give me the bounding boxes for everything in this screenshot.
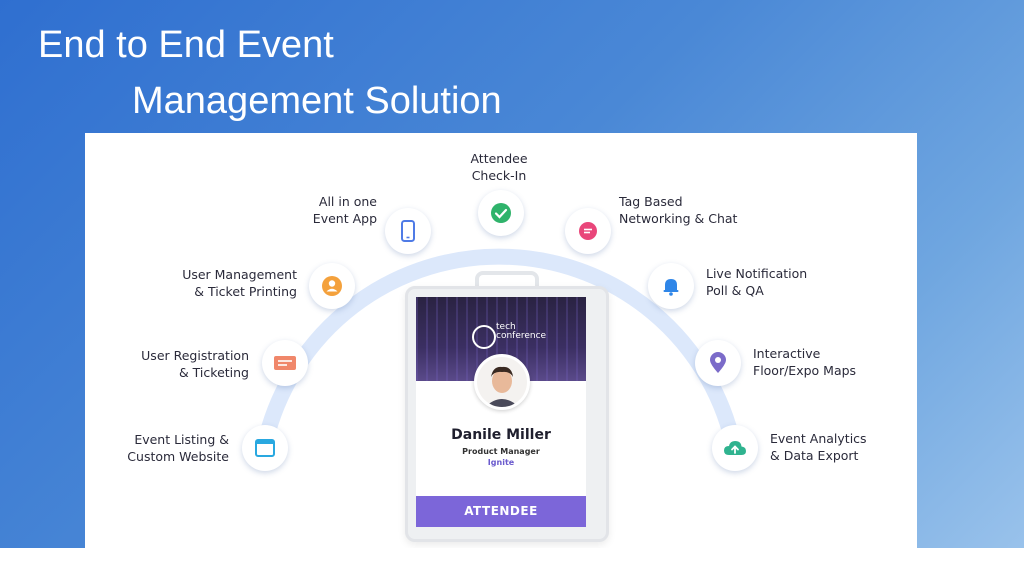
browser-window-icon <box>255 439 275 457</box>
map-pin-icon <box>710 352 726 373</box>
slide-title-line-2: Management Solution <box>132 80 502 122</box>
badge-type-bar: ATTENDEE <box>416 496 586 527</box>
bell-icon <box>663 279 679 296</box>
feature-label-user-management: User Management& Ticket Printing <box>182 267 297 299</box>
badge-company: Ignite <box>487 458 515 467</box>
tech-conference-logo-icon <box>472 325 496 349</box>
cloud-upload-icon <box>724 441 746 455</box>
feature-node-notification <box>648 263 694 309</box>
chat-bubble-icon <box>579 222 597 240</box>
user-icon <box>322 276 342 296</box>
feature-node-networking <box>565 208 611 254</box>
feature-label-analytics: Event Analytics& Data Export <box>770 431 867 463</box>
check-circle-icon <box>491 203 511 223</box>
ticket-icon <box>274 356 296 370</box>
badge-name: Danile Miller <box>451 427 551 443</box>
feature-label-listing: Event Listing &Custom Website <box>127 432 229 464</box>
avatar <box>474 354 530 410</box>
feature-label-registration: User Registration& Ticketing <box>141 348 249 380</box>
feature-node-event-app <box>385 208 431 254</box>
bottom-strip <box>0 548 1024 576</box>
feature-node-user-management <box>309 263 355 309</box>
feature-node-listing <box>242 425 288 471</box>
feature-node-analytics <box>712 425 758 471</box>
feature-node-maps <box>695 340 741 386</box>
slide-title-line-1: End to End Event <box>38 24 334 66</box>
feature-node-registration <box>262 340 308 386</box>
badge-role: Product Manager <box>462 447 540 456</box>
feature-node-check-in <box>478 190 524 236</box>
mobile-phone-icon <box>401 220 415 242</box>
